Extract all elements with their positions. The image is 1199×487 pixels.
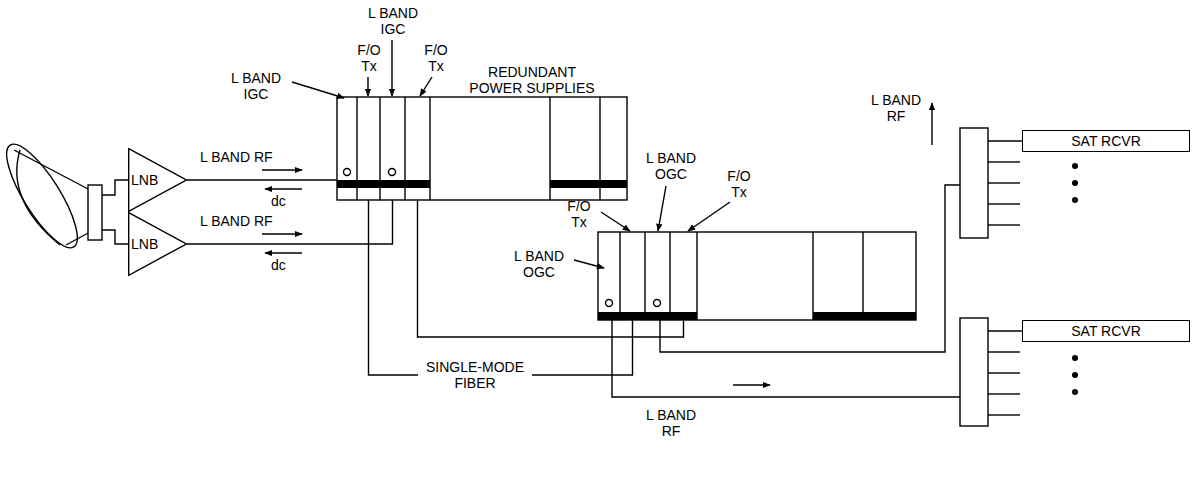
leader-arrow xyxy=(658,186,666,231)
splitter-output xyxy=(988,140,1022,141)
fiber-tx-slot: F/O Tx xyxy=(670,232,697,320)
slot-divider xyxy=(619,232,620,320)
igc-slot: L BAND IGC xyxy=(380,97,405,200)
splitter-output xyxy=(988,393,1020,394)
dish-back xyxy=(17,150,60,245)
fiber-or-rf-connector xyxy=(418,200,684,337)
leader-arrow xyxy=(688,202,730,231)
fiber-or-rf-connector xyxy=(187,179,337,180)
indicator-led xyxy=(389,169,396,176)
callout-label: F/O Tx xyxy=(558,198,600,230)
indicator-led xyxy=(344,169,351,176)
callout-label: F/O Tx xyxy=(718,168,760,200)
signal-label: REDUNDANT POWER SUPPLIES xyxy=(462,64,602,96)
power-supply-module xyxy=(862,232,863,320)
slot-band xyxy=(598,312,697,320)
node-label: SAT RCVR xyxy=(1023,133,1189,149)
continuation-dot xyxy=(1072,389,1078,395)
leader-arrow xyxy=(601,212,630,231)
lnb-outline xyxy=(129,149,187,212)
ogc-slot: L BAND OGC xyxy=(645,232,670,320)
signal-label: L BAND RF xyxy=(640,407,702,439)
callout-label: L BAND OGC xyxy=(640,150,702,182)
continuation-dot xyxy=(1072,355,1078,361)
output-chassis xyxy=(598,232,916,320)
slot-band xyxy=(813,312,916,320)
slot-divider xyxy=(696,232,697,320)
continuation-dot xyxy=(1072,180,1078,186)
node-label: LNB xyxy=(128,172,187,188)
node-label: LNB xyxy=(128,236,187,252)
rf-direction-arrow xyxy=(733,384,770,385)
callout-label: L BAND OGC xyxy=(508,248,570,280)
indicator-led xyxy=(606,300,613,307)
splitter-output xyxy=(988,161,1020,162)
callout-label: L BAND IGC xyxy=(362,5,424,37)
signal-label: dc xyxy=(271,257,286,273)
slot-band xyxy=(550,180,627,188)
splitter-output xyxy=(988,203,1020,204)
fiber-tx-slot: F/O Tx xyxy=(620,232,645,320)
receiver-box: SAT RCVR xyxy=(1022,320,1190,342)
splitter-output xyxy=(988,351,1020,352)
fiber-tx-slot: F/O Tx xyxy=(405,97,430,200)
fiber-or-rf-connector xyxy=(187,200,393,244)
leader-arrow xyxy=(420,77,432,96)
leader-arrow xyxy=(367,77,368,96)
dish-strut xyxy=(14,150,90,190)
splitter-output xyxy=(988,224,1020,225)
splitter-output xyxy=(988,330,1022,331)
ogc-slot: L BAND OGC xyxy=(598,232,620,320)
feed-cable xyxy=(102,180,128,195)
continuation-dot xyxy=(1072,372,1078,378)
igc-slot: L BAND IGC xyxy=(337,97,357,200)
continuation-dot xyxy=(1072,163,1078,169)
leader-arrow xyxy=(292,82,344,98)
splitter-output xyxy=(988,414,1020,415)
lnb-outline xyxy=(129,213,187,276)
dc-direction-arrow xyxy=(265,188,302,189)
rf-direction-arrow xyxy=(931,103,932,145)
input-chassis xyxy=(337,97,627,200)
fiber-tx-slot: F/O Tx xyxy=(357,97,380,200)
connector-label: L BAND RF xyxy=(200,213,273,229)
power-supply-module xyxy=(812,232,813,320)
connector-label: L BAND RF xyxy=(200,149,273,165)
fiber-or-rf-connector xyxy=(369,200,633,375)
leader-arrow xyxy=(391,40,392,96)
connector-label: SINGLE-MODE FIBER xyxy=(418,359,532,391)
splitter-output xyxy=(988,372,1020,373)
rf-cable xyxy=(660,185,960,352)
rf-cable xyxy=(612,320,960,397)
continuation-dot xyxy=(1072,197,1078,203)
splitter xyxy=(960,128,988,238)
dish-strut xyxy=(66,232,90,245)
splitter-output xyxy=(988,182,1020,183)
indicator-led xyxy=(654,300,661,307)
signal-label: L BAND RF xyxy=(866,92,926,124)
dc-direction-arrow xyxy=(265,252,302,253)
splitter xyxy=(960,318,988,426)
rf-direction-arrow xyxy=(262,169,302,170)
slot-band xyxy=(337,180,430,188)
slot-divider xyxy=(644,232,645,320)
receiver-box: SAT RCVR xyxy=(1022,130,1190,152)
slot-divider xyxy=(669,232,670,320)
callout-label: L BAND IGC xyxy=(225,70,287,102)
feed-horn xyxy=(88,185,102,240)
dish-reflector xyxy=(0,136,89,257)
lnb-amplifier: LNB xyxy=(128,212,187,276)
feed-cable xyxy=(102,230,128,244)
callout-label: F/O Tx xyxy=(348,42,390,74)
signal-label: dc xyxy=(271,193,286,209)
rf-direction-arrow xyxy=(262,233,302,234)
lnb-amplifier: LNB xyxy=(128,148,187,212)
leader-arrow xyxy=(574,260,604,268)
callout-label: F/O Tx xyxy=(415,42,457,74)
node-label: SAT RCVR xyxy=(1023,323,1189,339)
